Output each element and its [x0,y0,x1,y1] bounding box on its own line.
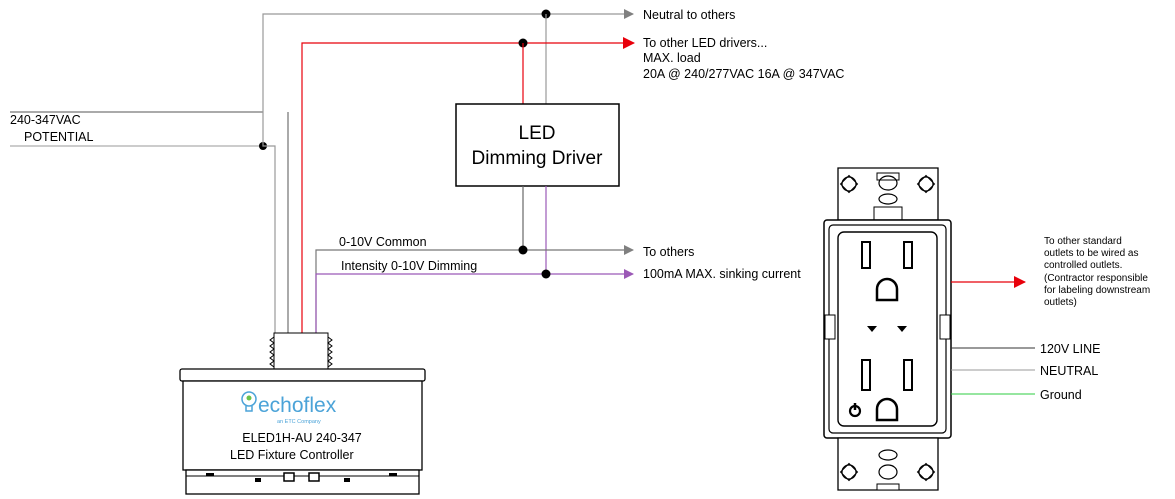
to-others-label: To others [643,245,694,259]
power-icon [848,403,862,418]
receptacle-wires [951,276,1035,395]
neutral-wire [262,9,634,333]
fixture-controller: echoflex an ETC Company ELED1H-AU 240-34… [179,332,426,495]
led-dimming-driver: LED Dimming Driver [455,103,620,187]
dimming-wire [315,269,634,333]
controller-model: ELED1H-AU 240-347 [242,431,362,445]
junction-dot [541,269,551,279]
sinking-label: 100mA MAX. sinking current [643,267,801,281]
driver-label-2: Dimming Driver [472,148,604,169]
supply-label-1: 240-347VAC [10,113,81,127]
controller-name: LED Fixture Controller [230,448,354,462]
receptacle-note-4: (Contractor responsible [1044,273,1148,284]
receptacle-note-1: To other standard [1044,236,1122,247]
driver-label-1: LED [519,123,556,144]
brand-logo: echoflex [258,394,337,417]
supply-label-2: POTENTIAL [24,130,94,144]
drivers-output-label: To other LED drivers... [643,36,767,50]
bulb-logo-icon [241,391,257,412]
max-load-label: MAX. load [643,51,701,65]
rating-label: 20A @ 240/277VAC 16A @ 347VAC [643,67,844,81]
common-label: 0-10V Common [339,235,427,249]
receptacle-note-5: for labeling downstream [1044,285,1150,296]
ground-label: Ground [1040,388,1082,402]
receptacle-note-2: outlets to be wired as [1044,248,1139,259]
duplex-receptacle [823,167,952,491]
dimming-label: Intensity 0-10V Dimming [341,259,477,273]
junction-dot [518,245,528,255]
line-label: 120V LINE [1040,342,1100,356]
receptacle-note-3: controlled outlets. [1044,260,1122,271]
hot-wire [287,37,635,333]
sub-brand: an ETC Company [277,419,321,425]
receptacle-note-6: outlets) [1044,297,1077,308]
neutral-output-label: Neutral to others [643,8,735,22]
neutral-label: NEUTRAL [1040,364,1098,378]
